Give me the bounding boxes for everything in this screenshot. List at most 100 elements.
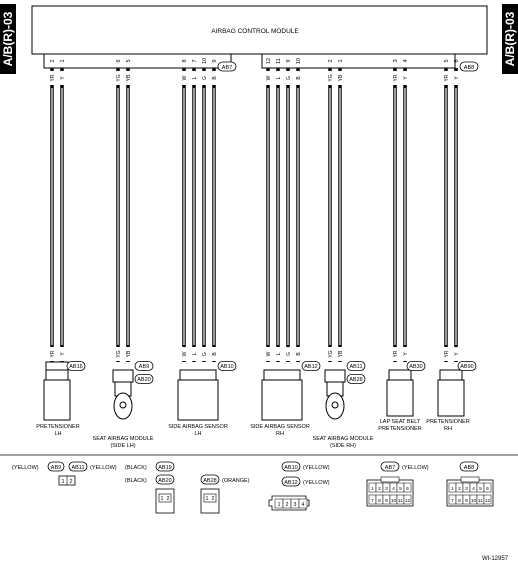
wire-side-sensor-rh-1: 12WW4 <box>264 58 272 378</box>
legend: (YELLOW) AB9 AB11 (YELLOW) (BLACK) AB19 … <box>12 461 494 514</box>
bottom-color-pretensioner-lh-2: Y <box>60 352 66 356</box>
bottom-color-seat-airbag-lh-2: YB <box>126 350 132 357</box>
connector-tag-ab90: AB90 <box>457 361 477 371</box>
connector-tag-text-ab11: AB11 <box>349 364 362 370</box>
connector-tag-text-ab90: AB90 <box>460 364 473 370</box>
bottom-color-pretensioner-lh-1: YR <box>50 350 56 357</box>
side-airbag-sensor-rh <box>261 369 303 421</box>
connector-tag-text-ab28: AB28 <box>349 377 362 383</box>
legend-pin-a1: 1 <box>61 479 64 485</box>
grid-ab7-pin-3: 3 <box>385 486 388 492</box>
grid-ab7-pin-6: 6 <box>406 486 409 492</box>
pretensioner-rh <box>437 369 465 417</box>
legend-pin-c2: 2 <box>212 496 215 502</box>
legend-4pin-2: 2 <box>286 502 289 508</box>
top-pin-pretensioner-rh-1: 5 <box>444 59 450 62</box>
top-pin-pretensioner-lh-1: 2 <box>50 59 56 62</box>
connector-tag-ab30: AB30 <box>406 361 426 371</box>
bottom-color-side-sensor-rh-3: G <box>286 352 292 356</box>
grid-ab7-pin-7: 7 <box>371 498 374 504</box>
top-color-side-sensor-rh-4: B <box>296 76 302 80</box>
top-color-side-sensor-rh-1: W <box>266 75 272 80</box>
connector-tag-ab12: AB12 <box>301 361 321 371</box>
ab8-text: AB8 <box>464 65 474 71</box>
top-color-pretensioner-lh-1: YR <box>50 74 56 81</box>
top-pin-side-sensor-lh-4: 9 <box>212 59 218 62</box>
legend-ab9-tag: AB9 <box>47 461 65 472</box>
legend-pin-b2: 2 <box>167 496 170 502</box>
bottom-color-side-sensor-lh-4: B <box>212 352 218 356</box>
bottom-color-seat-airbag-rh-1: YG <box>328 350 334 357</box>
module-connector-right <box>261 53 456 69</box>
connector-tag-ab11: AB11 <box>346 361 366 371</box>
label-pretensioner-lh-1: PRETENSIONER <box>36 424 79 430</box>
wire-lap-pretensioner-2: 4YY2 <box>401 59 409 378</box>
legend-ab10-tag: AB10 <box>281 461 301 472</box>
top-color-pretensioner-rh-2: Y <box>454 76 460 80</box>
label-seat-airbag-lh-1: SEAT AIRBAG MODULE <box>93 436 154 442</box>
module-title: AIRBAG CONTROL MODULE <box>211 28 299 35</box>
label-side-sensor-lh-1: SIDE AIRBAG SENSOR <box>168 424 228 430</box>
airbag-control-module <box>31 5 488 55</box>
top-pin-side-sensor-rh-3: 9 <box>286 59 292 62</box>
wire-lap-pretensioner-1: 3YRYR1 <box>391 59 399 378</box>
top-pin-seat-airbag-rh-1: 2 <box>328 59 334 62</box>
grid-ab8-pin-8: 8 <box>458 498 461 504</box>
legend-ab28-text: AB28 <box>203 478 216 484</box>
wire-harness: 2YRYR11YY26YGYG25YBYB18WW47LL310GG29BB11… <box>48 58 460 378</box>
top-color-pretensioner-rh-1: YR <box>444 74 450 81</box>
legend-4pin-3: 3 <box>294 502 297 508</box>
top-pin-pretensioner-lh-2: 1 <box>60 59 66 62</box>
top-color-pretensioner-lh-2: Y <box>60 76 66 80</box>
grid-ab8-pin-9: 9 <box>465 498 468 504</box>
connector-tag-text-ab9: AB9 <box>139 364 149 370</box>
legend-4pin-4: 4 <box>302 502 305 508</box>
label-seat-airbag-rh-2: (SIDE RH) <box>330 443 356 449</box>
bottom-color-pretensioner-rh-1: YR <box>444 350 450 357</box>
legend-ab7-tag: AB7 <box>380 461 400 472</box>
label-side-sensor-rh-2: RH <box>276 431 284 437</box>
grid-ab8-pin-4: 4 <box>472 486 475 492</box>
legend-ab12-text: AB12 <box>284 480 297 486</box>
legend-yellow-4: (YELLOW) <box>303 480 330 486</box>
top-color-side-sensor-rh-3: G <box>286 76 292 80</box>
connector-tag-ab28: AB28 <box>346 374 366 384</box>
wire-pretensioner-rh-1: 5YRYR1 <box>442 59 450 378</box>
top-color-side-sensor-lh-1: W <box>182 75 188 80</box>
wire-pretensioner-rh-2: 6YY2 <box>452 59 460 378</box>
connector-tag-text-ab12: AB12 <box>304 364 317 370</box>
side-airbag-sensor-lh <box>177 369 219 421</box>
label-pretensioner-rh-2: RH <box>444 426 452 432</box>
wire-side-sensor-lh-3: 10GG2 <box>200 58 208 378</box>
legend-ab19-text: AB19 <box>158 465 171 471</box>
connector-tag-text-ab10: AB10 <box>220 364 233 370</box>
label-seat-airbag-rh-1: SEAT AIRBAG MODULE <box>313 436 374 442</box>
label-side-sensor-rh-1: SIDE AIRBAG SENSOR <box>250 424 310 430</box>
label-pretensioner-lh-2: LH <box>54 431 61 437</box>
wire-pretensioner-lh-2: 1YY2 <box>58 59 66 378</box>
grid-ab8-pin-5: 5 <box>479 486 482 492</box>
connector-tag-text-ab30: AB30 <box>409 364 422 370</box>
top-color-lap-pretensioner-2: Y <box>403 76 409 80</box>
label-side-sensor-lh-2: LH <box>194 431 201 437</box>
grid-ab7-pin-8: 8 <box>378 498 381 504</box>
legend-ab7-text: AB7 <box>385 465 395 471</box>
top-pin-side-sensor-rh-4: 10 <box>296 58 302 64</box>
top-color-lap-pretensioner-1: YR <box>393 74 399 81</box>
top-pin-side-sensor-lh-1: 8 <box>182 59 188 62</box>
legend-ab20-tag: AB20 <box>155 474 175 485</box>
wire-side-sensor-rh-3: 9GG2 <box>284 59 292 378</box>
label-lap-pretensioner-2: PRETENSIONER <box>378 426 421 432</box>
connector-tag-ab16: AB16 <box>66 361 86 371</box>
bottom-color-lap-pretensioner-2: Y <box>403 352 409 356</box>
grid-ab7-pin-2: 2 <box>378 486 381 492</box>
top-pin-seat-airbag-rh-2: 1 <box>338 59 344 62</box>
connector-tag-ab20: AB20 <box>134 374 154 384</box>
legend-ab28-tag: AB28 <box>200 474 220 485</box>
top-pin-pretensioner-rh-2: 6 <box>454 59 460 62</box>
wire-seat-airbag-lh-2: 5YBYB1 <box>124 59 132 378</box>
